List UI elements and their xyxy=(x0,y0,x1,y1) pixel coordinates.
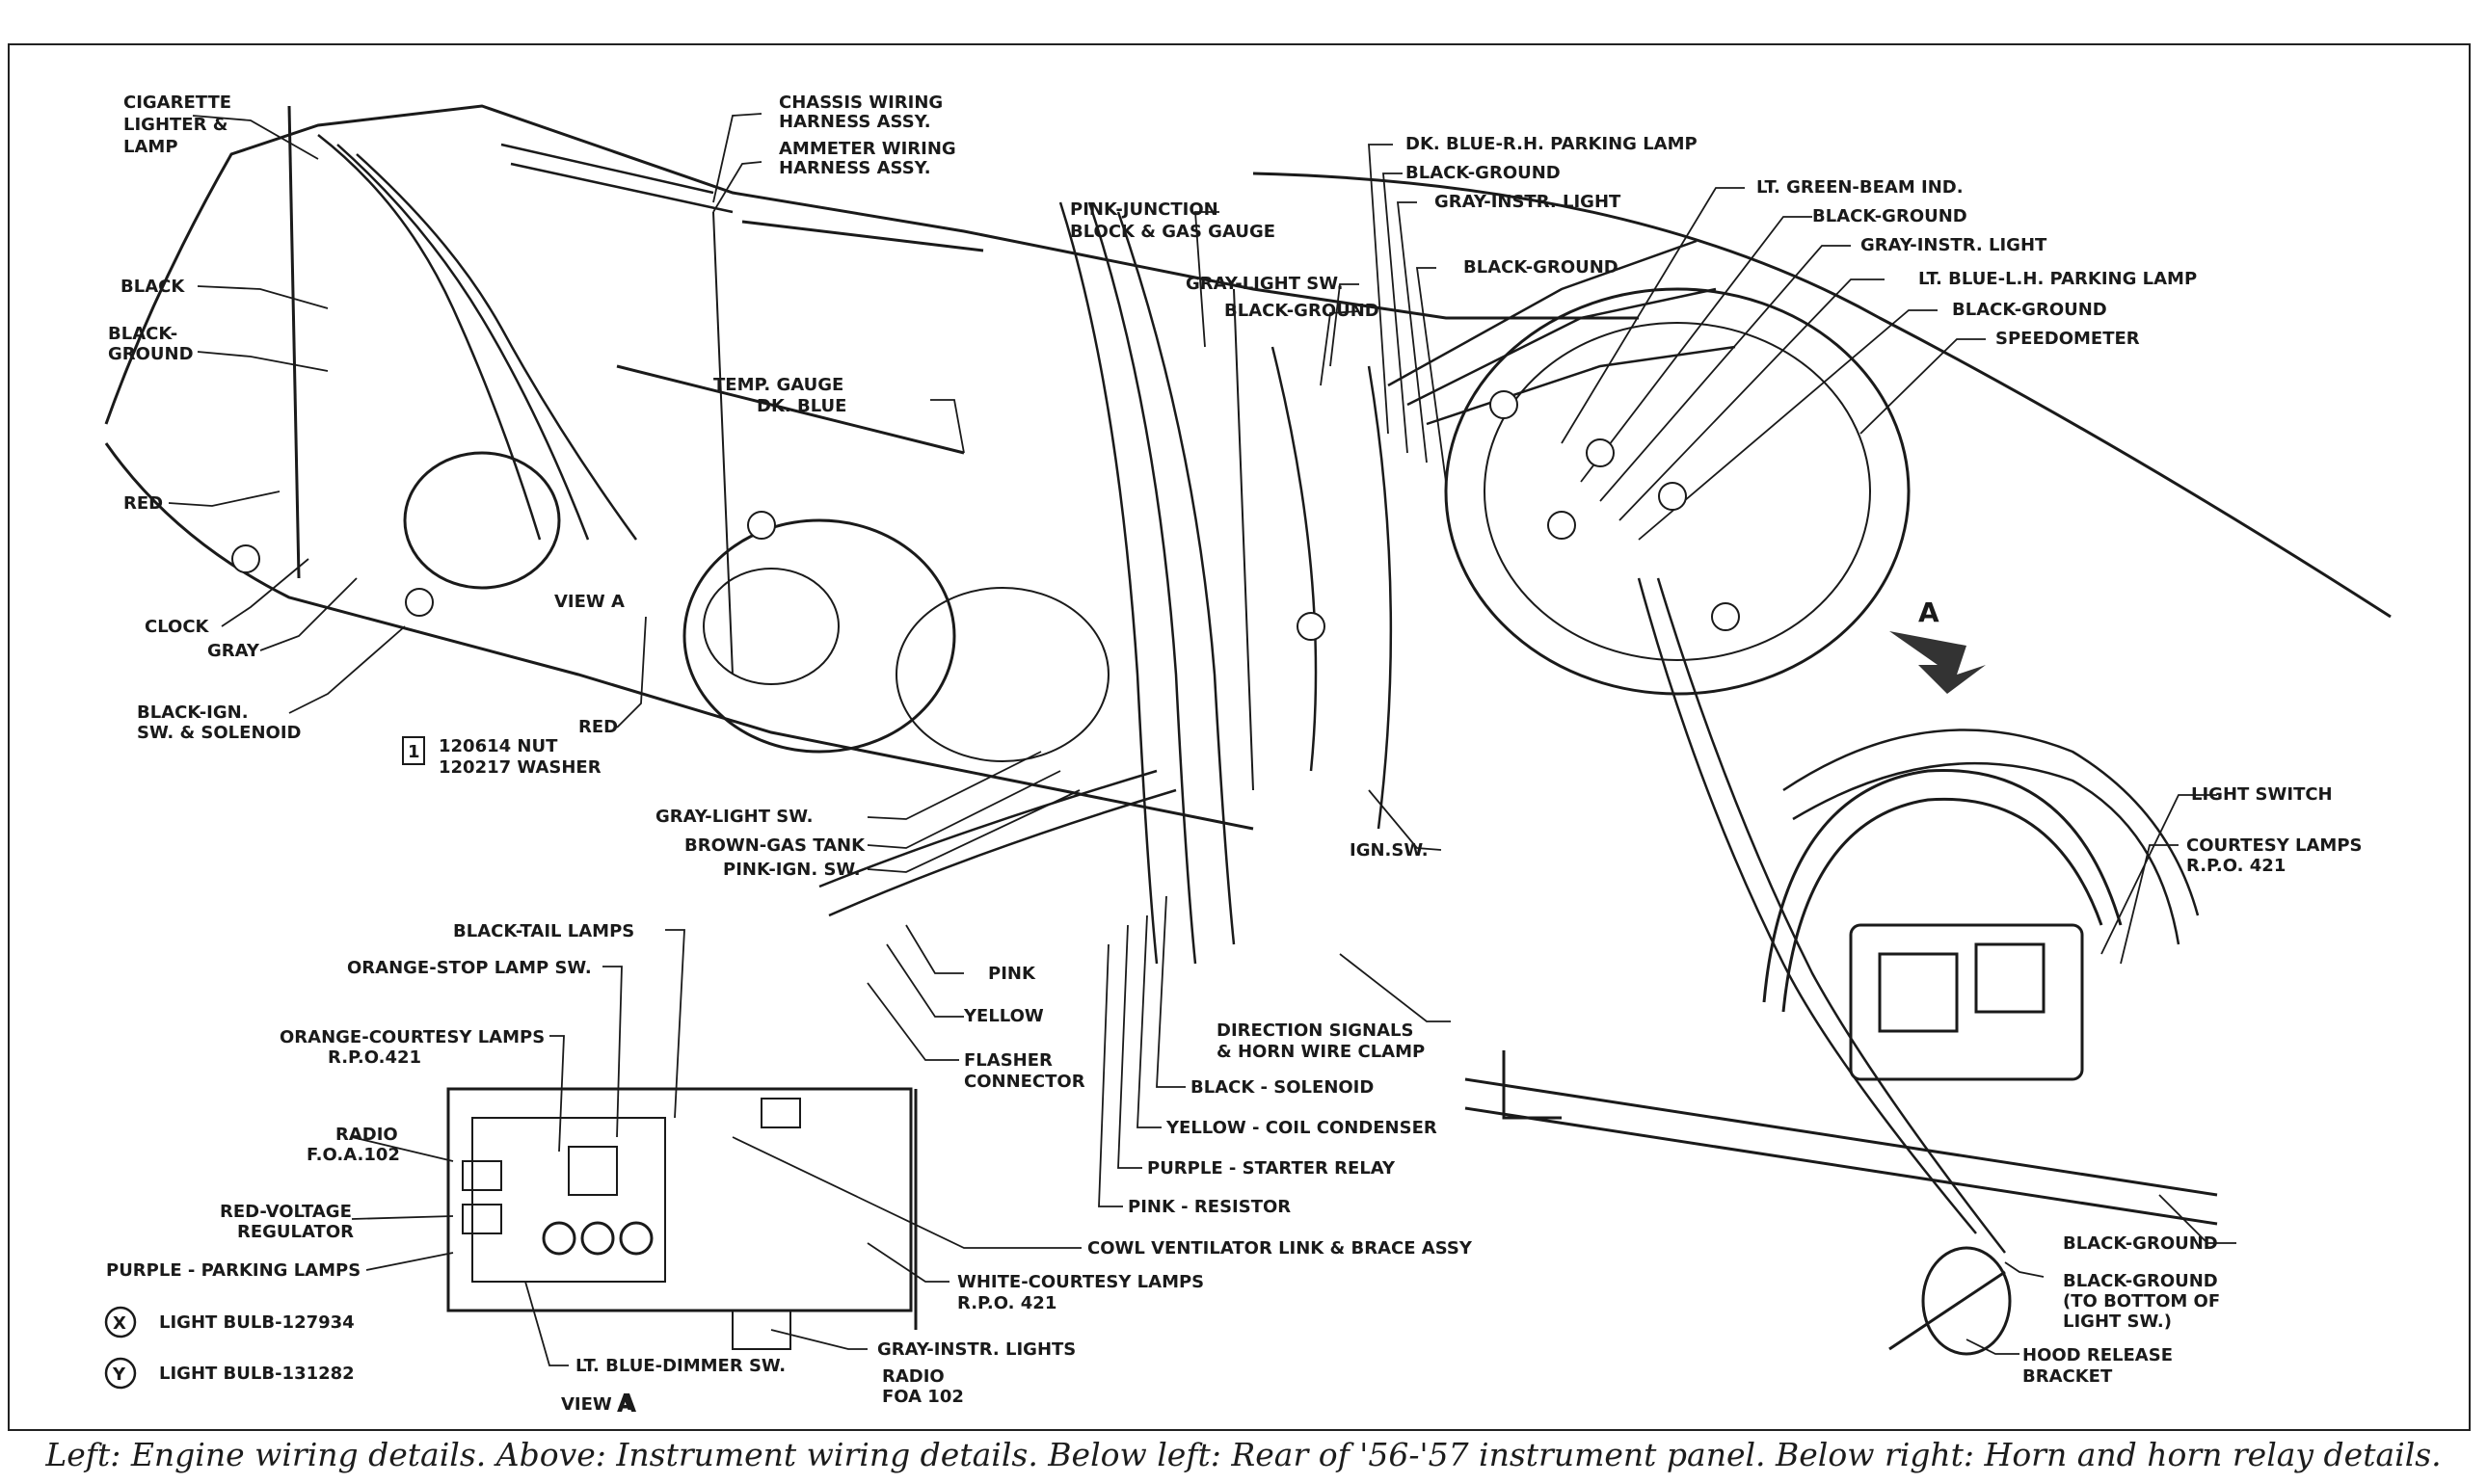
label-temp-gauge-1: TEMP. GAUGE xyxy=(713,375,843,395)
label-flasher-2: CONNECTOR xyxy=(964,1072,1085,1092)
label-red-voltage-1: RED-VOLTAGE xyxy=(220,1202,352,1222)
label-red-mid: RED xyxy=(578,717,618,737)
label-black-ground-to-bottom-2: (TO BOTTOM OF xyxy=(2063,1291,2220,1312)
label-light-switch: LIGHT SWITCH xyxy=(2191,784,2333,805)
label-brown-gas: BROWN-GAS TANK xyxy=(684,835,866,856)
label-ammeter-line1: AMMETER WIRING xyxy=(779,139,956,159)
arrow-a-marker xyxy=(1889,631,1986,694)
light-switch-assembly xyxy=(1762,768,2123,1081)
bulb-markers xyxy=(231,390,1740,641)
label-lt-blue-dimmer: LT. BLUE-DIMMER SW. xyxy=(575,1356,786,1376)
label-gray-left: GRAY xyxy=(207,641,260,661)
label-washer: 120217 WASHER xyxy=(439,757,602,778)
label-black-ground-r4: BLACK-GROUND xyxy=(1952,300,2107,320)
label-black-ground-to-bottom-1: BLACK-GROUND xyxy=(2063,1271,2218,1291)
label-speedometer: SPEEDOMETER xyxy=(1995,329,2140,349)
label-ign-sw: IGN.SW. xyxy=(1350,840,1429,861)
label-gray-instr-lights: GRAY-INSTR. LIGHTS xyxy=(877,1339,1076,1360)
label-radio-foa-left-2: F.O.A.102 xyxy=(307,1145,400,1165)
label-direction-1: DIRECTION SIGNALS xyxy=(1217,1020,1413,1041)
label-lt-green: LT. GREEN-BEAM IND. xyxy=(1756,177,1964,198)
label-orange-courtesy-2: R.P.O.421 xyxy=(328,1047,421,1068)
label-black-ground-bottom: BLACK-GROUND xyxy=(2063,1233,2218,1254)
label-black-ground-r2: BLACK-GROUND xyxy=(1463,257,1618,278)
label-black-ground-r3: BLACK-GROUND xyxy=(1812,206,1967,226)
label-black: BLACK xyxy=(120,277,185,297)
rear-panel-view-a xyxy=(446,1087,918,1350)
label-pink-resistor: PINK - RESISTOR xyxy=(1128,1197,1291,1217)
label-radio-foa-bottom-2: FOA 102 xyxy=(882,1387,964,1407)
nut-marker-number: 1 xyxy=(408,742,420,762)
label-courtesy-lamps-1: COURTESY LAMPS xyxy=(2186,835,2363,856)
legend-y-symbol: Y xyxy=(112,1365,126,1385)
diagram-frame xyxy=(8,43,2471,1431)
hood-release-bracket xyxy=(1464,1050,2218,1356)
label-temp-gauge-2: DK. BLUE xyxy=(757,396,846,416)
label-orange-stop: ORANGE-STOP LAMP SW. xyxy=(347,958,592,978)
label-gray-instr-r1: GRAY-INSTR. LIGHT xyxy=(1434,192,1621,212)
label-radio-foa-left-1: RADIO xyxy=(335,1125,398,1145)
label-view-a-small: VIEW A xyxy=(554,592,625,612)
label-black-ground-r1: BLACK-GROUND xyxy=(1405,163,1561,183)
label-pink-junction-2: BLOCK & GAS GAUGE xyxy=(1070,222,1275,242)
label-flasher-1: FLASHER xyxy=(964,1050,1053,1071)
label-gray-instr-r2: GRAY-INSTR. LIGHT xyxy=(1860,235,2047,255)
label-white-courtesy-1: WHITE-COURTESY LAMPS xyxy=(957,1272,1204,1292)
label-cigarette-line1: CIGARETTE xyxy=(123,93,231,113)
label-courtesy-lamps-2: R.P.O. 421 xyxy=(2186,856,2286,876)
label-black-ground-left-1: BLACK- xyxy=(108,324,177,344)
label-ammeter-line2: HARNESS ASSY. xyxy=(779,158,931,178)
label-black-ground-top: BLACK-GROUND xyxy=(1224,301,1379,321)
leader-lines xyxy=(168,113,2236,1366)
label-red-left: RED xyxy=(123,493,163,514)
label-cowl: COWL VENTILATOR LINK & BRACE ASSY xyxy=(1087,1238,1473,1259)
label-chassis-line2: HARNESS ASSY. xyxy=(779,112,931,132)
dash-panel-outline xyxy=(104,104,2392,831)
label-black-ign-2: SW. & SOLENOID xyxy=(137,723,301,743)
legend-x-circle xyxy=(104,1306,137,1338)
label-yellow-coil: YELLOW - COIL CONDENSER xyxy=(1165,1118,1437,1138)
diagram-labels: CIGARETTE LIGHTER & LAMP CHASSIS WIRING … xyxy=(106,93,2363,1418)
label-black-ground-to-bottom-3: LIGHT SW.) xyxy=(2063,1312,2172,1332)
wiring-harness-lines xyxy=(317,134,2200,1254)
label-black-tail: BLACK-TAIL LAMPS xyxy=(453,921,634,941)
label-purple-parking: PURPLE - PARKING LAMPS xyxy=(106,1260,361,1281)
label-direction-2: & HORN WIRE CLAMP xyxy=(1217,1042,1425,1062)
label-hood-release-1: HOOD RELEASE xyxy=(2022,1345,2173,1365)
label-black-solenoid: BLACK - SOLENOID xyxy=(1190,1077,1374,1098)
label-chassis-line1: CHASSIS WIRING xyxy=(779,93,943,113)
label-cigarette-line3: LAMP xyxy=(123,137,178,157)
label-black-ground-left-2: GROUND xyxy=(108,344,194,364)
label-orange-courtesy-1: ORANGE-COURTESY LAMPS xyxy=(280,1027,545,1047)
label-purple-starter: PURPLE - STARTER RELAY xyxy=(1147,1158,1396,1179)
legend-y-text: LIGHT BULB-131282 xyxy=(159,1364,355,1384)
label-lt-blue-lh: LT. BLUE-L.H. PARKING LAMP xyxy=(1918,269,2197,289)
label-yellow: YELLOW xyxy=(963,1006,1044,1026)
label-radio-foa-bottom-1: RADIO xyxy=(882,1366,945,1387)
label-pink-ign: PINK-IGN. SW. xyxy=(723,860,861,880)
label-dk-blue-rh: DK. BLUE-R.H. PARKING LAMP xyxy=(1405,134,1698,154)
nut-marker-box xyxy=(402,736,425,765)
label-gray-light-sw-top: GRAY-LIGHT SW. xyxy=(1186,274,1343,294)
label-white-courtesy-2: R.P.O. 421 xyxy=(957,1293,1056,1313)
label-gray-light-sw-mid: GRAY-LIGHT SW. xyxy=(655,807,813,827)
label-cigarette-line2: LIGHTER & xyxy=(123,115,227,135)
legend-x-text: LIGHT BULB-127934 xyxy=(159,1312,355,1333)
label-arrow-a: A xyxy=(1918,596,1939,628)
figure-caption: Left: Engine wiring details. Above: Inst… xyxy=(45,1436,2442,1473)
label-clock: CLOCK xyxy=(145,617,210,637)
legend-x-symbol: X xyxy=(113,1313,126,1334)
label-view-a: VIEW A xyxy=(561,1394,631,1415)
bulb-legend: X LIGHT BULB-127934 Y LIGHT BULB-131282 xyxy=(104,1306,355,1390)
label-red-voltage-2: REGULATOR xyxy=(237,1222,354,1242)
label-nut: 120614 NUT xyxy=(439,736,558,756)
gauge-cluster xyxy=(403,287,1911,762)
label-pink-junction-1: PINK-JUNCTION xyxy=(1070,199,1218,220)
label-black-ign-1: BLACK-IGN. xyxy=(137,702,249,723)
legend-y-circle xyxy=(104,1357,137,1390)
label-view-a-letter: A xyxy=(617,1390,636,1418)
label-pink: PINK xyxy=(988,964,1036,984)
label-hood-release-2: BRACKET xyxy=(2022,1366,2113,1387)
